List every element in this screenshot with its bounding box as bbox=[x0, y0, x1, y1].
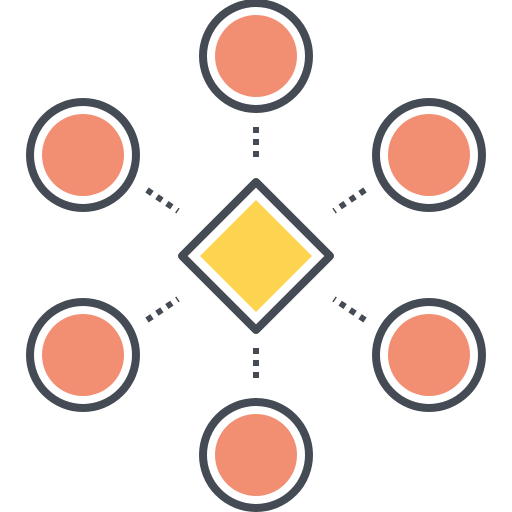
node-upper-left bbox=[26, 98, 140, 212]
node-bottom-fill bbox=[215, 414, 297, 496]
node-upper-right-fill bbox=[388, 114, 470, 196]
node-top bbox=[199, 0, 313, 113]
connector-line-4 bbox=[332, 187, 367, 214]
hub-diamond-fill bbox=[200, 200, 312, 312]
node-upper-left-fill bbox=[42, 114, 124, 196]
connector-line-6 bbox=[332, 296, 367, 323]
node-upper-right bbox=[372, 98, 486, 212]
node-lower-left bbox=[26, 298, 140, 412]
connector-line-3 bbox=[145, 187, 180, 214]
central-hub bbox=[178, 178, 334, 334]
node-lower-right-fill bbox=[388, 314, 470, 396]
connector-lines bbox=[145, 127, 367, 383]
node-lower-right bbox=[372, 298, 486, 412]
node-top-fill bbox=[215, 15, 297, 97]
connector-line-5 bbox=[145, 296, 180, 323]
node-lower-left-fill bbox=[42, 314, 124, 396]
satellite-nodes bbox=[26, 0, 486, 512]
node-bottom bbox=[199, 398, 313, 512]
